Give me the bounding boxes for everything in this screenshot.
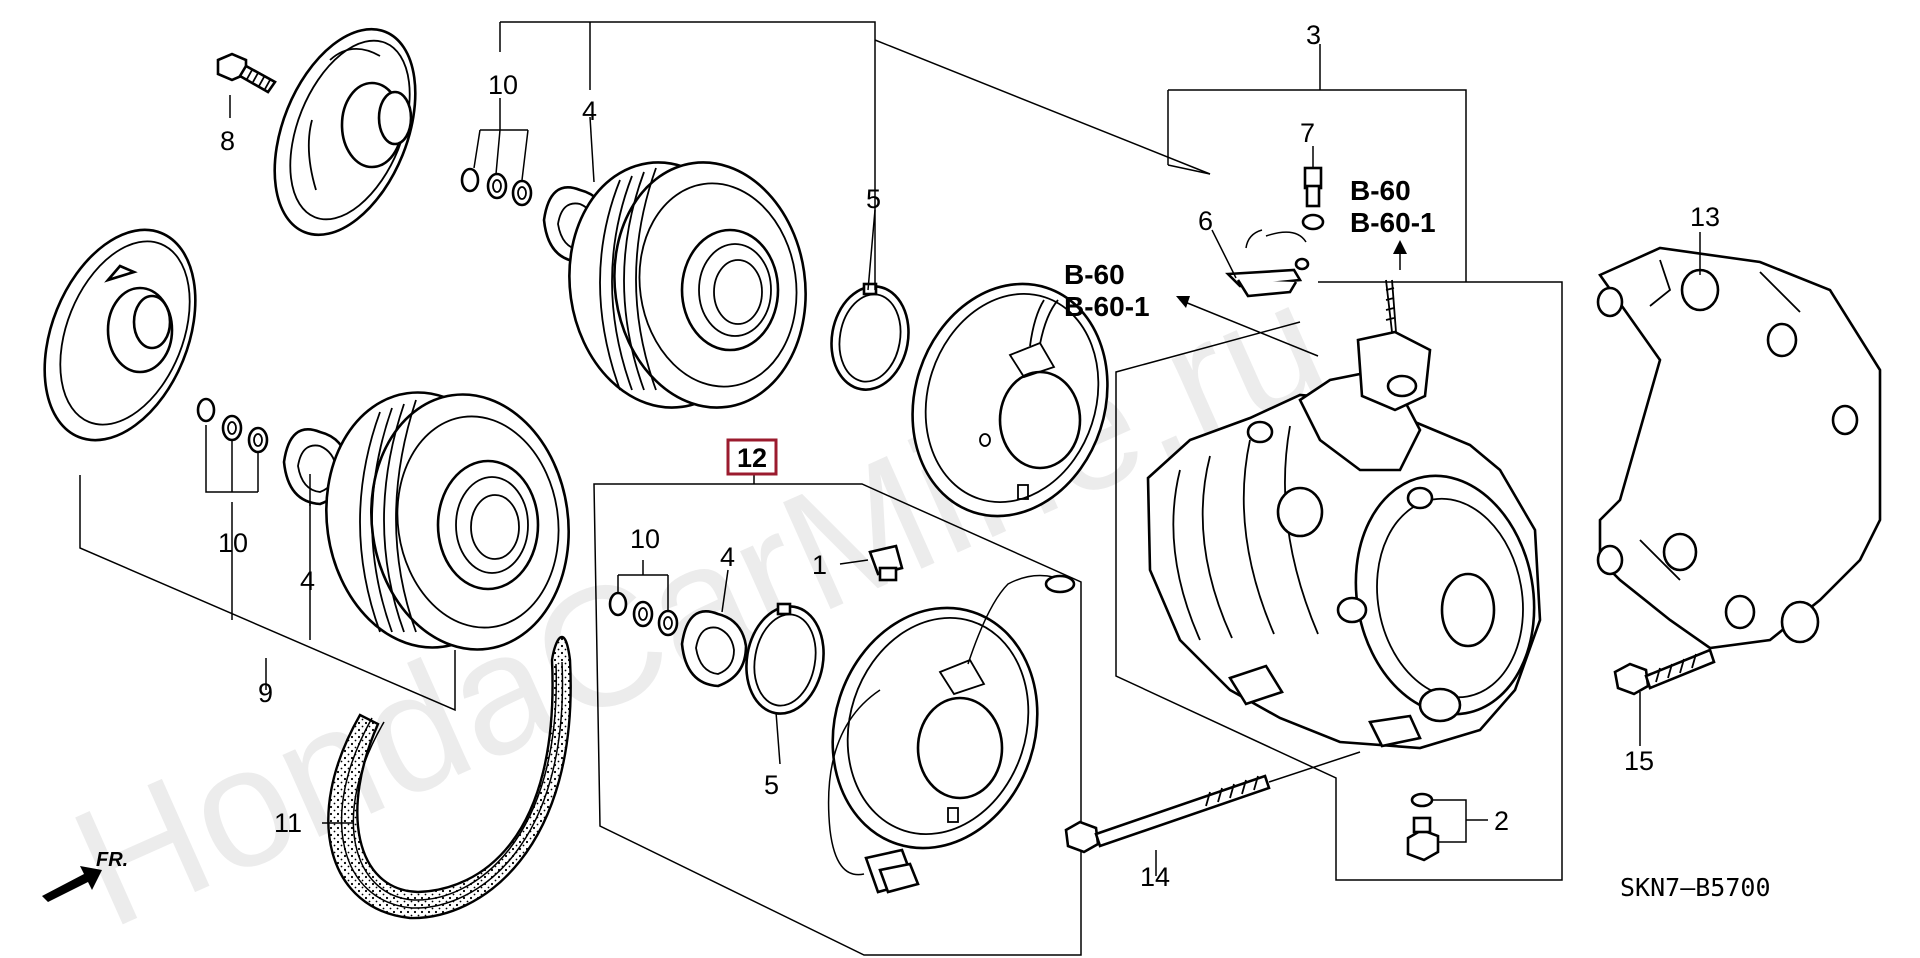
connector-1-drawing (868, 544, 904, 582)
callout-2[interactable]: 2 (1494, 806, 1509, 836)
snap-ring-5-upper-drawing (830, 282, 910, 391)
arrow-up-icon (1393, 240, 1407, 254)
snap-ring-5-kit-drawing (745, 602, 825, 715)
callout-5-upper[interactable]: 5 (866, 184, 881, 214)
diagram-code: SKN7—B5700 (1620, 873, 1771, 902)
callout-3[interactable]: 3 (1306, 20, 1321, 50)
bolt-7-drawing (1301, 166, 1325, 231)
callout-4-upper[interactable]: 4 (582, 96, 597, 126)
mounting-bracket-13-drawing (1596, 246, 1882, 650)
reference-b60-top[interactable]: B-60 (1350, 175, 1411, 206)
callout-10-upper[interactable]: 10 (488, 70, 518, 100)
nut-2-drawing (1406, 792, 1440, 862)
callout-5-kit[interactable]: 5 (764, 770, 779, 800)
kit-12-box (593, 483, 1082, 956)
leader-lines (79, 21, 1701, 876)
reference-arrows (1176, 240, 1407, 308)
kit-12-label[interactable]: 12 (726, 438, 778, 476)
callout-11[interactable]: 11 (274, 808, 302, 838)
reference-b601-left[interactable]: B-60-1 (1064, 291, 1150, 322)
field-coil-upper-drawing (911, 282, 1109, 518)
drive-belt-drawing (327, 635, 572, 920)
compressor-3-box (1115, 89, 1563, 881)
callout-8[interactable]: 8 (220, 126, 235, 156)
callout-10-kit[interactable]: 10 (630, 524, 660, 554)
bracket-6-drawing (1225, 229, 1310, 298)
shims-kit-drawing (608, 591, 679, 637)
front-direction-indicator: FR. (42, 849, 128, 902)
callout-1[interactable]: 1 (812, 550, 827, 580)
reference-b601-top[interactable]: B-60-1 (1350, 207, 1436, 238)
bolt-15-drawing (1613, 648, 1716, 696)
field-coil-kit-drawing (827, 574, 1076, 894)
callout-15[interactable]: 15 (1624, 746, 1654, 776)
reference-b60-left[interactable]: B-60 (1064, 259, 1125, 290)
callout-12[interactable]: 12 (737, 443, 767, 473)
arrow-left-icon (1176, 296, 1190, 308)
pulley-lower-drawing (325, 391, 570, 651)
callout-4-lower[interactable]: 4 (300, 566, 315, 596)
callout-4-kit[interactable]: 4 (720, 542, 735, 572)
callout-6[interactable]: 6 (1198, 206, 1213, 236)
clutch-plate-upper-drawing (273, 27, 417, 237)
callout-9[interactable]: 9 (258, 678, 273, 708)
callout-7[interactable]: 7 (1300, 118, 1315, 148)
kit-12-frame (726, 438, 778, 476)
callout-14[interactable]: 14 (1140, 862, 1170, 892)
front-label: FR. (96, 849, 128, 871)
bolt-8-drawing (216, 52, 277, 94)
clutch-plate-lower-drawing (43, 228, 197, 442)
callout-13[interactable]: 13 (1690, 202, 1720, 232)
callout-10-lower[interactable]: 10 (218, 528, 248, 558)
front-arrow-icon (42, 866, 102, 902)
shims-upper-drawing (460, 167, 533, 207)
bolt-14-drawing (1064, 751, 1361, 854)
pulley-upper-drawing (568, 161, 807, 409)
snap-ring-4-kit-drawing (680, 610, 748, 688)
compressor-assembly-drawing (1146, 279, 1542, 750)
